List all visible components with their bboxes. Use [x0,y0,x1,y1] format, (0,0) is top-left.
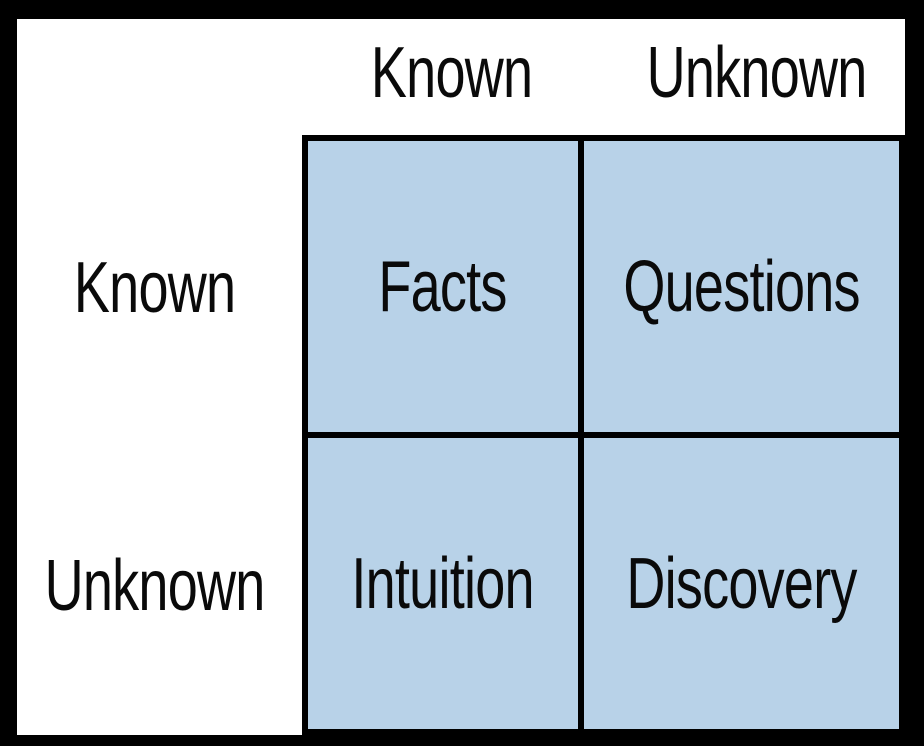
cell-known-known: Facts [308,141,578,432]
column-header-known-label: Known [371,33,533,113]
cell-discovery-label: Discovery [626,543,857,624]
cell-unknown-unknown: Discovery [583,438,899,729]
column-header-unknown: Unknown [608,27,905,119]
cell-intuition-label: Intuition [351,543,535,624]
column-header-unknown-label: Unknown [646,33,868,113]
row-header-unknown-label: Unknown [44,546,266,626]
column-header-known: Known [302,27,602,119]
row-header-unknown: Unknown [17,440,292,732]
cell-known-unknown: Questions [583,141,899,432]
matrix-figure: Known Unknown Known Unknown Facts Questi… [17,19,905,735]
row-header-known-label: Known [73,247,236,328]
quadrant-grid: Facts Questions Intuition Discovery [302,135,905,735]
cell-unknown-known: Intuition [308,438,578,729]
cell-questions-label: Questions [623,246,860,327]
row-header-known: Known [17,141,292,434]
cell-facts-label: Facts [378,246,508,327]
